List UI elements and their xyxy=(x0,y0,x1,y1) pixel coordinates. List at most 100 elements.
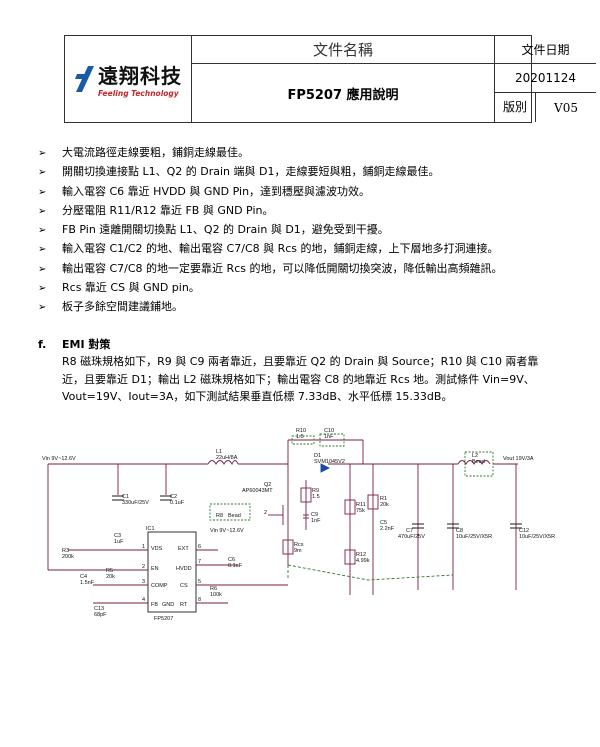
r9-label: R9 xyxy=(312,488,319,494)
c1-label: C1 xyxy=(122,494,129,500)
r12-value: 4.99k xyxy=(356,558,370,564)
c3-value: 1uF xyxy=(114,539,124,545)
c6-label: C6 xyxy=(228,557,235,563)
doc-meta: 文件日期 20201124 版別 V05 xyxy=(495,36,596,122)
list-item: ➢分壓電阻 R11/R12 靠近 FB 與 GND Pin。 xyxy=(38,201,578,220)
section-paragraph: R8 磁珠規格如下，R9 與 C9 兩者靠近，且要靠近 Q2 的 Drain 與… xyxy=(62,353,554,406)
c9-value: 1nF xyxy=(311,518,321,524)
document-header: 遠翔科技 Feeling Technology 文件名稱 FP5207 應用說明… xyxy=(64,35,596,123)
r1-label: R1 xyxy=(380,496,387,502)
version-label: 版別 xyxy=(495,93,536,122)
q2-label: Q2 xyxy=(264,482,271,488)
r6-value: 100k xyxy=(210,592,222,598)
doc-date-label: 文件日期 xyxy=(495,36,596,64)
svg-text:VDS: VDS xyxy=(151,546,163,552)
svg-text:FB: FB xyxy=(151,602,158,608)
arrow-bullet-icon: ➢ xyxy=(38,283,47,295)
doc-name-label: 文件名稱 xyxy=(192,36,495,64)
svg-text:CS: CS xyxy=(180,583,188,589)
svg-text:4: 4 xyxy=(142,597,145,603)
doc-name: FP5207 應用說明 xyxy=(192,64,495,122)
ic-part: FP5207 xyxy=(154,616,173,622)
c2-label: C2 xyxy=(170,494,177,500)
svg-text:6: 6 xyxy=(198,544,201,550)
q2-gate-pin: 2 xyxy=(264,510,267,516)
l2-label: L2 xyxy=(472,453,478,459)
r11-value: 75k xyxy=(356,508,365,514)
list-item: ➢大電流路徑走線要粗，鋪銅走線最佳。 xyxy=(38,143,578,162)
c4-value: 1.5nF xyxy=(80,580,95,586)
section-title: EMI 對策 xyxy=(62,338,111,351)
c6-value: 0.1uF xyxy=(228,563,243,569)
r8-label: R8 xyxy=(216,513,223,519)
c13-label: C13 xyxy=(94,606,104,612)
c13-value: 68pF xyxy=(94,612,107,618)
arrow-bullet-icon: ➢ xyxy=(38,244,47,256)
c4-label: C4 xyxy=(80,574,87,580)
r10-value: 1.5 xyxy=(296,434,304,440)
l2-value: Bead xyxy=(472,459,485,465)
paragraph-line: R8 磁珠規格如下，R9 與 C9 兩者靠近，且要靠近 Q2 的 Drain 與… xyxy=(62,355,539,368)
l1-label: L1 xyxy=(216,449,222,455)
svg-text:3: 3 xyxy=(142,579,145,585)
list-item: ➢輸出電容 C7/C8 的地一定要靠近 Rcs 的地，可以降低開關切換突波，降低… xyxy=(38,259,578,278)
c10-value: 1nF xyxy=(324,434,334,440)
r12-label: R12 xyxy=(356,552,366,558)
version-value: V05 xyxy=(554,100,578,115)
r11-label: R11 xyxy=(356,502,366,508)
c5-label: C5 xyxy=(380,520,387,526)
arrow-bullet-icon: ➢ xyxy=(38,263,47,275)
arrow-bullet-icon: ➢ xyxy=(38,225,47,237)
paragraph-line: Vout=19V、Iout=3A，如下測試結果垂直低標 7.33dB、水平低標 … xyxy=(62,390,453,403)
list-item: ➢輸入電容 C6 靠近 HVDD 與 GND Pin，達到穩壓與濾波功效。 xyxy=(38,182,578,201)
c2-value: 0.1uF xyxy=(170,500,185,506)
svg-text:5: 5 xyxy=(198,579,201,585)
c8-label: C8 xyxy=(456,528,463,534)
r8-value: Bead xyxy=(228,513,241,519)
company-name-en: Feeling Technology xyxy=(98,89,179,98)
c7-value: 470uF/25V xyxy=(398,534,425,540)
list-item: ➢FB Pin 遠離開關切換點 L1、Q2 的 Drain 與 D1，避免受到干… xyxy=(38,220,578,239)
arrow-bullet-icon: ➢ xyxy=(38,148,47,159)
c7-label: C7 xyxy=(406,528,413,534)
logo-cell: 遠翔科技 Feeling Technology xyxy=(65,36,192,122)
svg-text:COMP: COMP xyxy=(151,583,168,589)
arrow-bullet-icon: ➢ xyxy=(38,186,47,198)
c3-label: C3 xyxy=(114,533,121,539)
paragraph-line: 近，且要靠近 D1；輸出 L2 磁珠規格如下；輸出電容 C8 的地靠近 Rcs … xyxy=(62,372,535,386)
list-item: ➢輸入電容 C1/C2 的地、輸出電容 C7/C8 與 Rcs 的地，鋪銅走線，… xyxy=(38,239,578,258)
c1-value: 330uF/25V xyxy=(122,500,149,506)
version-row: 版別 V05 xyxy=(495,93,596,122)
arrow-bullet-icon: ➢ xyxy=(38,167,47,179)
r6-label: R6 xyxy=(210,586,217,592)
r3-value: 200k xyxy=(62,554,74,560)
l1-value: 22uH/8A xyxy=(216,455,238,461)
layout-guidelines-list: ➢大電流路徑走線要粗，鋪銅走線最佳。 ➢開關切換連接點 L1、Q2 的 Drai… xyxy=(38,143,578,317)
svg-text:HVDD: HVDD xyxy=(176,566,192,572)
svg-text:2: 2 xyxy=(142,564,145,570)
section-heading: f.EMI 對策 xyxy=(38,336,110,352)
c12-value: 10uF/25V/X5R xyxy=(519,534,555,540)
company-logo-icon xyxy=(75,66,94,92)
svg-text:1: 1 xyxy=(142,544,145,550)
r9-value: 1.5 xyxy=(312,494,320,500)
r10-label: R10 xyxy=(296,428,306,434)
arrow-bullet-icon: ➢ xyxy=(38,205,47,217)
r5-label: R5 xyxy=(106,568,113,574)
emi-schematic: Vin 9V~12.6V Vout 19V/3A L1 22uH/8A L2 B… xyxy=(42,428,555,622)
d1-value: SVM1045V2 xyxy=(314,459,345,465)
svg-text:7: 7 xyxy=(198,559,201,565)
list-item: ➢Rcs 靠近 CS 與 GND pin。 xyxy=(38,278,578,297)
rcs-label: Rcs xyxy=(294,542,304,548)
vin-label: Vin 9V~12.6V xyxy=(42,456,76,462)
doc-date: 20201124 xyxy=(495,64,596,93)
svg-text:8: 8 xyxy=(198,597,201,603)
c12-label: C12 xyxy=(519,528,529,534)
vin2-label: Vin 9V~12.6V xyxy=(210,528,244,534)
rcs-value: 9m xyxy=(294,548,302,554)
svg-text:EXT: EXT xyxy=(178,546,189,552)
list-item: ➢開關切換連接點 L1、Q2 的 Drain 端與 D1，走線要短與粗，鋪銅走線… xyxy=(38,162,578,181)
r5-value: 20k xyxy=(106,574,115,580)
c10-label: C10 xyxy=(324,428,334,434)
svg-text:EN: EN xyxy=(151,566,159,572)
